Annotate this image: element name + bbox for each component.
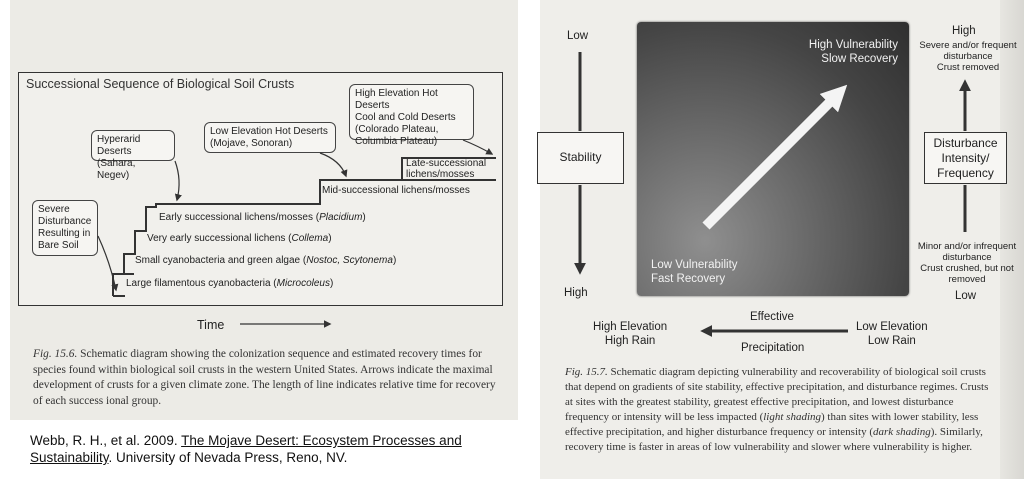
- citation-title: The Mojave Desert: Ecosystem Processes a…: [30, 433, 462, 465]
- caption-lead: Fig. 15.6.: [33, 348, 78, 360]
- step-text: Small cyanobacteria and green algae (: [135, 255, 307, 266]
- stability-low-label: Low: [567, 30, 589, 42]
- succession-staircase: [112, 157, 496, 296]
- box-line: (Sahara, Negev): [97, 158, 136, 181]
- step-taxon: Microcoleus: [276, 278, 330, 289]
- step-text: Early successional lichens/mosses (: [159, 212, 320, 223]
- citation: Webb, R. H., et al. 2009. The Mojave Des…: [30, 432, 510, 466]
- step-text: ): [328, 233, 332, 244]
- precip-low-end-label: Low Elevation Low Rain: [856, 320, 928, 348]
- caption-italic: dark shading: [872, 426, 931, 438]
- desc-line: Severe and/or frequent: [919, 40, 1017, 51]
- box-line: Intensity/: [941, 151, 990, 165]
- vulnerability-arrow: [702, 84, 848, 230]
- step-taxon: Collema: [291, 233, 329, 244]
- box-line: High Elevation Hot Deserts: [355, 88, 438, 111]
- step-taxon: Nostoc, Scytonema: [306, 255, 393, 266]
- box-line: (Mojave, Sonoran): [210, 138, 293, 149]
- figure-15-7-caption: Fig. 15.7. Schematic diagram depicting v…: [565, 365, 995, 455]
- step-very-early: Very early successional lichens (Collema…: [147, 233, 332, 244]
- label-line: Fast Recovery: [651, 273, 726, 285]
- disturbance-low-label: Low: [955, 290, 977, 302]
- caption-lead: Fig. 15.7.: [565, 366, 608, 378]
- box-high-elevation: High Elevation Hot Deserts Cool and Cold…: [349, 84, 474, 147]
- label-line: Low Rain: [867, 335, 916, 347]
- step-label-line: lichens/mosses: [406, 169, 475, 180]
- label-line: Low Elevation: [856, 321, 928, 333]
- step-text: ): [330, 278, 334, 289]
- caption-body: Schematic diagram showing the colonizati…: [33, 348, 496, 407]
- label-line: High Elevation: [593, 321, 668, 333]
- step-text: Very early successional lichens (: [147, 233, 292, 244]
- precip-high-end-label: High Elevation High Rain: [593, 320, 667, 348]
- citation-author: Webb, R. H., et al. 2009.: [30, 433, 182, 448]
- stability-high-label: High: [564, 287, 588, 299]
- stability-box: Stability: [537, 132, 624, 184]
- step-text: ): [392, 255, 397, 266]
- step-text: Large filamentous cyanobacteria (: [126, 278, 277, 289]
- label-line: Slow Recovery: [821, 53, 898, 65]
- disturbance-high-description: Severe and/or frequent disturbance Crust…: [913, 40, 1023, 73]
- arrow-hyperarid: [174, 160, 182, 202]
- box-hyperarid: Hyperarid Deserts (Sahara, Negev): [91, 130, 175, 181]
- box-line: Hyperarid Deserts: [97, 134, 141, 157]
- box-line: Frequency: [937, 166, 994, 180]
- caption-body: ). Similarly, recovery time is faster in…: [565, 426, 983, 453]
- desc-line: Minor and/or infrequent: [917, 241, 1017, 252]
- step-text: ): [362, 212, 366, 223]
- arrow-severe: [97, 235, 119, 292]
- box-low-elevation: Low Elevation Hot Deserts (Mojave, Sonor…: [204, 122, 336, 153]
- box-severe-disturbance: Severe Disturbance Resulting in Bare Soi…: [32, 200, 98, 256]
- caption-italic: light shading: [763, 411, 822, 423]
- step-early-successional: Early successional lichens/mosses (Placi…: [159, 212, 366, 223]
- box-line: Disturbance: [933, 136, 998, 150]
- arrow-low-elevation: [319, 152, 348, 178]
- arrow-high-elevation: [462, 139, 494, 155]
- precip-precipitation-label: Precipitation: [741, 342, 805, 354]
- desc-line: disturbance: [942, 252, 992, 263]
- box-line: Low Elevation Hot Deserts: [210, 126, 328, 137]
- label-line: High Rain: [604, 335, 656, 347]
- step-large-cyanobacteria: Large filamentous cyanobacteria (Microco…: [126, 278, 333, 289]
- precip-effective-label: Effective: [750, 311, 794, 323]
- box-line: (Colorado Plateau,: [355, 124, 439, 135]
- box-line: Disturbance: [38, 216, 92, 227]
- box-line: Cool and Cold Deserts: [355, 112, 456, 123]
- disturbance-low-description: Minor and/or infrequent disturbance Crus…: [911, 241, 1023, 285]
- citation-publisher: . University of Nevada Press, Reno, NV.: [108, 450, 348, 465]
- time-axis-label: Time: [197, 318, 225, 332]
- figure-15-6-caption: Fig. 15.6. Schematic diagram showing the…: [33, 347, 499, 409]
- label-line: Low Vulnerability: [651, 259, 738, 271]
- step-late-successional: Late-successional lichens/mosses: [406, 158, 486, 180]
- desc-line: Crust crushed, but not: [920, 263, 1014, 274]
- caption-body: ) than sites with lower stability, less …: [565, 411, 979, 438]
- desc-line: Crust removed: [936, 62, 1000, 73]
- step-small-cyanobacteria: Small cyanobacteria and green algae (Nos…: [135, 255, 396, 266]
- box-line: Columbia Plateau): [355, 136, 438, 147]
- caption-body: Schematic diagram depicting vulnerabilit…: [565, 366, 989, 423]
- desc-line: removed: [948, 274, 986, 285]
- low-vulnerability-label: Low Vulnerability Fast Recovery: [651, 258, 738, 286]
- step-mid-successional: Mid-successional lichens/mosses: [322, 185, 470, 196]
- disturbance-box: Disturbance Intensity/ Frequency: [924, 132, 1007, 184]
- box-line: Bare Soil: [38, 240, 79, 251]
- step-taxon: Placidium: [319, 212, 363, 223]
- label-line: High Vulnerability: [808, 39, 898, 51]
- box-line: Resulting in: [38, 228, 91, 239]
- high-vulnerability-label: High Vulnerability Slow Recovery: [790, 38, 898, 66]
- desc-line: disturbance: [943, 51, 993, 62]
- succession-title: Successional Sequence of Biological Soil…: [26, 77, 295, 91]
- page-edge: [1000, 0, 1024, 479]
- box-line: Severe: [38, 204, 70, 215]
- step-label-line: Late-successional: [406, 158, 487, 169]
- disturbance-high-label: High: [952, 25, 976, 37]
